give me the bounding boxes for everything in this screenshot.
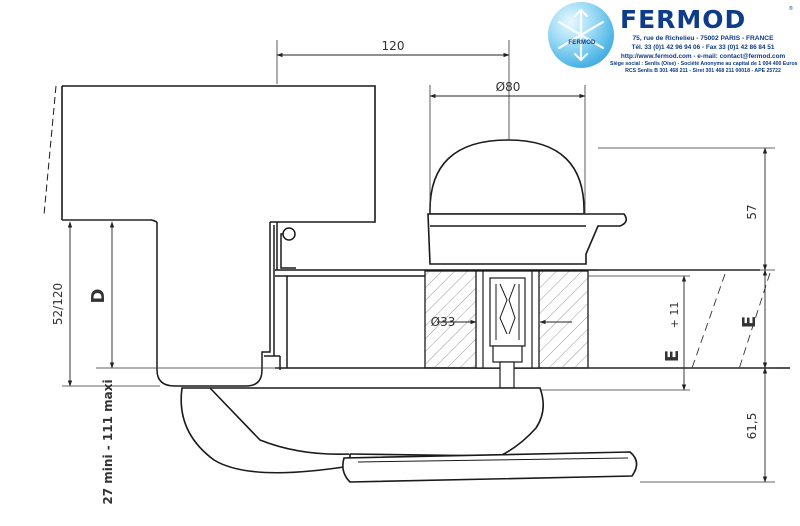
handle-lever [180,387,638,483]
dim-plus-11: + 11 [668,302,681,329]
company-web-email: http://www.fermod.com - e-mail: contact@… [620,53,786,60]
dim-diameter-33: Ø33 [431,315,456,329]
mount-block [424,270,589,389]
break-line [43,85,57,216]
company-legal-2: RCS Senlis B 301 468 211 - Siret 301 468… [625,68,781,74]
company-legal-1: Siège social : Senlis (Oise) - Société A… [610,61,798,67]
gasket-profile [156,221,296,387]
registered-mark: ® [789,6,793,12]
company-phone-fax: Tél. 33 (0)1 42 96 94 06 - Fax 33 (0)1 4… [631,44,775,51]
dim-diameter-80: Ø80 [496,80,521,94]
dim-height-61-5: 61,5 [745,413,759,440]
dome-cap [427,139,628,265]
dim-range-52-120: 52/120 [51,283,65,325]
dim-label-E-right: E [739,316,760,328]
dim-label-D: D [88,289,109,304]
door-frame [61,85,376,223]
brand-name: FERMOD [620,5,747,34]
dim-height-57: 57 [745,204,759,219]
dimension-lines [67,52,768,483]
company-header: FERMOD FERMOD ® 75, rue de Richelieu - 7… [548,2,798,74]
dim-width-120: 120 [382,39,405,53]
dim-label-E-inner: E [662,350,683,362]
extension-lines [62,40,775,483]
company-address: 75, rue de Richelieu - 75002 PARIS - FRA… [632,35,774,42]
dim-range-mini-maxi: 27 mini - 111 maxi [101,379,115,504]
logo-text: FERMOD [568,40,596,46]
snowflake-icon [557,8,605,62]
